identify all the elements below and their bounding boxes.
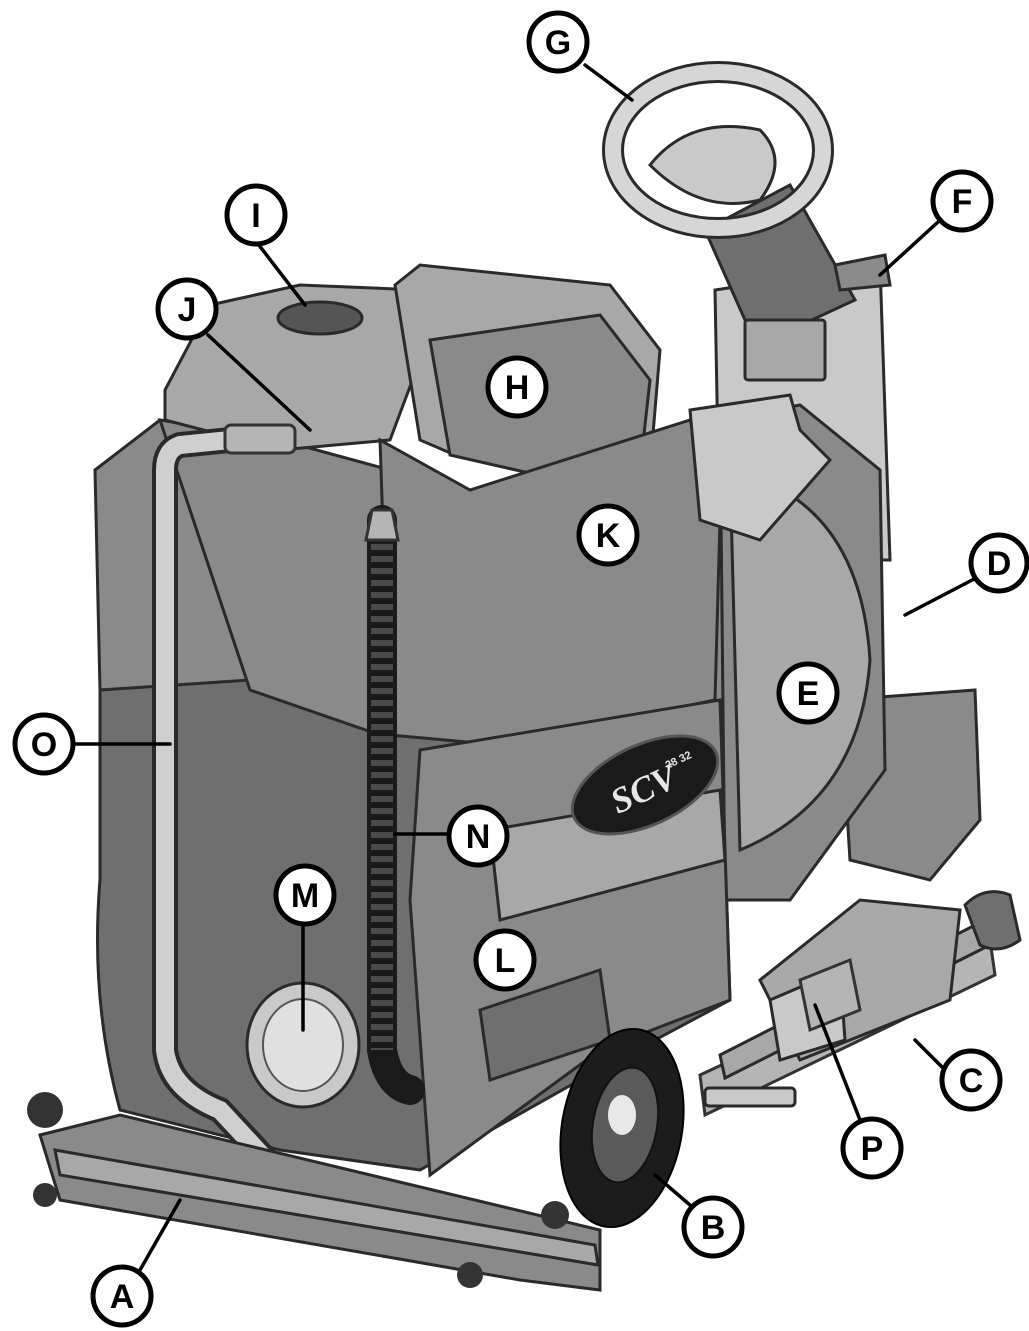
callout-D: D	[968, 532, 1029, 594]
callout-E: E	[776, 661, 840, 725]
leader-lines	[73, 63, 980, 1272]
callout-F-label: F	[952, 183, 973, 221]
callout-F: F	[930, 169, 994, 233]
callout-J-label: J	[178, 291, 197, 329]
steering-wheel	[602, 61, 834, 239]
callout-A-label: A	[110, 1278, 135, 1316]
callout-P: P	[840, 1116, 904, 1180]
callout-J: J	[155, 277, 219, 341]
callout-P-label: P	[861, 1130, 884, 1168]
callout-N-label: N	[466, 818, 491, 856]
front-wheel	[559, 1027, 685, 1229]
callout-O-label: O	[31, 726, 57, 764]
filter-cover	[245, 981, 361, 1109]
callout-K-label: K	[596, 517, 621, 555]
callout-D-label: D	[987, 545, 1012, 583]
callout-E-label: E	[797, 675, 820, 713]
latch	[798, 957, 862, 1033]
callout-G-label: G	[545, 24, 571, 62]
callout-B: B	[681, 1195, 745, 1259]
callout-M: M	[273, 863, 337, 927]
callout-I-label: I	[251, 197, 260, 235]
callout-I: I	[224, 183, 288, 247]
scv-logo: SCV 28 32	[570, 734, 720, 836]
fill-cap	[276, 300, 364, 336]
callout-B-label: B	[701, 1209, 726, 1247]
callout-H-label: H	[505, 369, 530, 407]
callout-C-label: C	[959, 1062, 984, 1100]
callout-K: K	[576, 503, 640, 567]
vacuum-hose	[364, 505, 425, 1105]
callout-G: G	[526, 10, 590, 74]
callout-L: L	[473, 928, 537, 992]
callout-M-label: M	[291, 877, 319, 915]
callout-C: C	[939, 1048, 1003, 1112]
front-squeegee	[27, 1092, 602, 1292]
callout-A: A	[90, 1264, 154, 1328]
callout-H: H	[485, 355, 549, 419]
drain-hose	[152, 423, 298, 1193]
callout-O: O	[12, 712, 76, 776]
machine-body	[93, 263, 887, 1178]
callout-L-label: L	[495, 942, 516, 980]
callout-N: N	[446, 804, 510, 868]
